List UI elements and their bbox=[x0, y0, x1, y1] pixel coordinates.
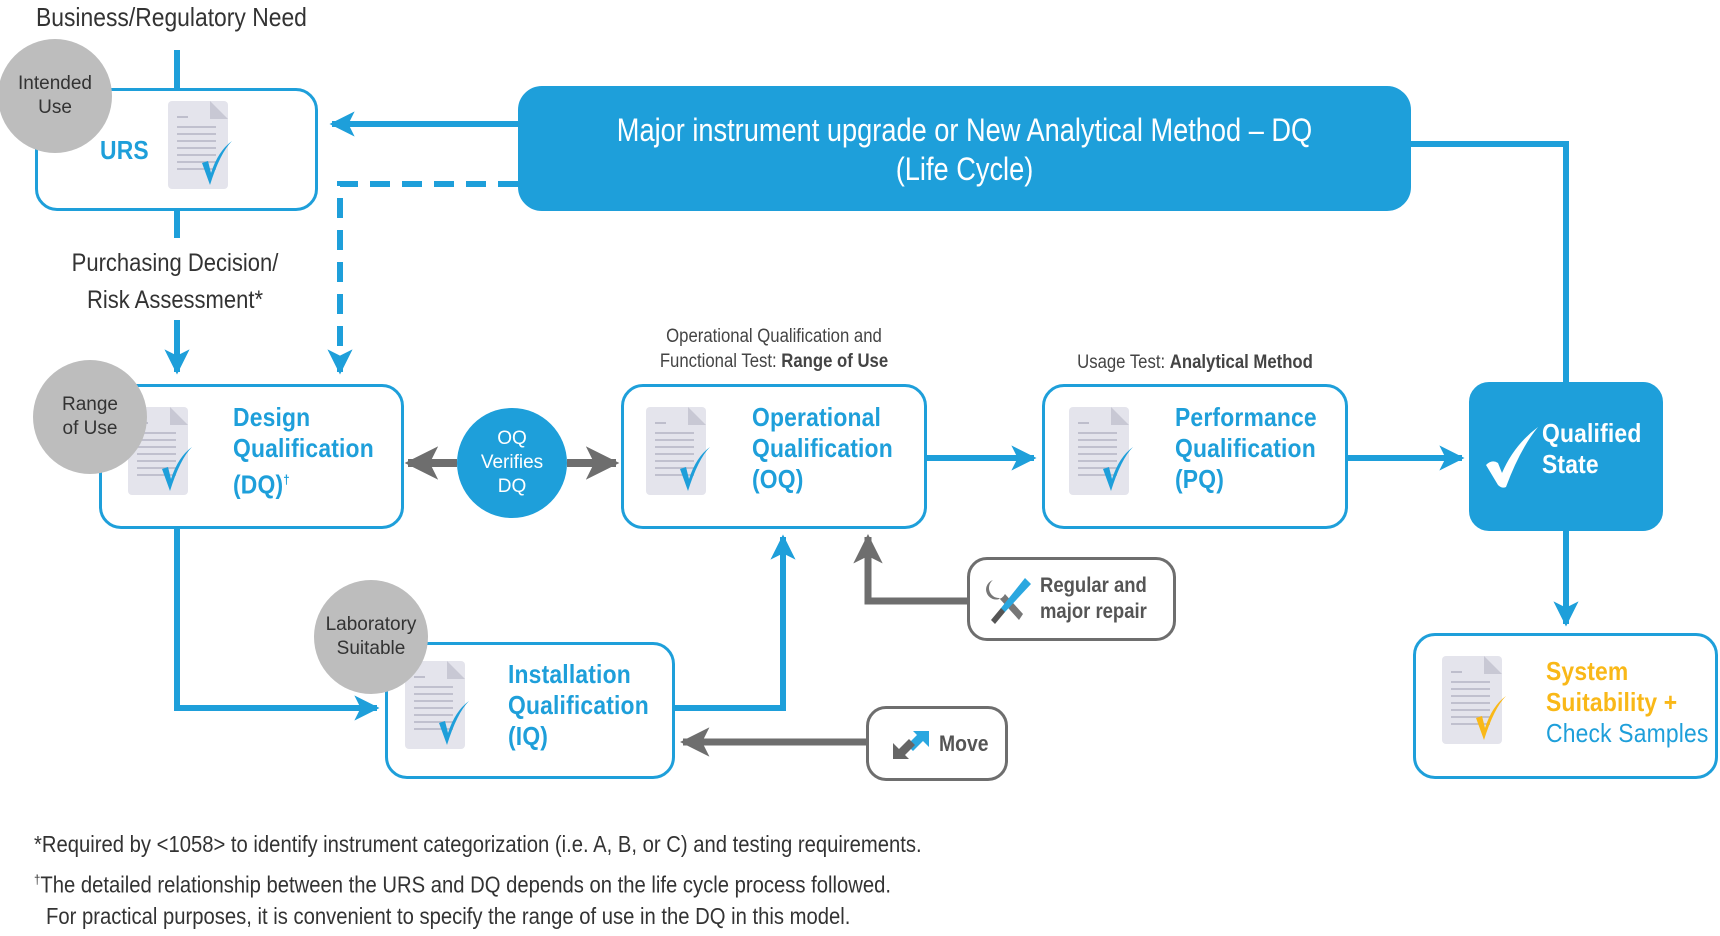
document-check-icon bbox=[646, 407, 710, 495]
badge-line: Verifies bbox=[480, 452, 544, 473]
urs-title: URS bbox=[100, 135, 149, 165]
iq-title-line: (IQ) bbox=[508, 721, 549, 751]
move-box[interactable]: Move bbox=[866, 706, 1008, 781]
installation-qualification-box[interactable]: Installation Qualification (IQ) bbox=[385, 642, 675, 779]
badge-line: DQ bbox=[497, 476, 527, 497]
operational-qualification-box[interactable]: Operational Qualification (OQ) bbox=[621, 384, 927, 529]
qualified-state-box[interactable]: Qualified State bbox=[1469, 382, 1663, 531]
move-arrows-icon bbox=[893, 731, 929, 759]
pq-title-line: Performance bbox=[1175, 402, 1317, 432]
repair-label-line: Regular and bbox=[1040, 574, 1147, 597]
lifecycle-line-1: Major instrument upgrade or New Analytic… bbox=[616, 112, 1313, 148]
iq-title: Installation Qualification (IQ) bbox=[508, 659, 649, 752]
footnote-2-text: The detailed relationship between the UR… bbox=[40, 871, 891, 898]
badge-line: Intended bbox=[18, 73, 92, 94]
lifecycle-line-2: (Life Cycle) bbox=[895, 151, 1034, 187]
system-suitability-box[interactable]: System Suitability + Check Samples bbox=[1413, 633, 1718, 779]
purchasing-decision-label: Purchasing Decision/ Risk Assessment* bbox=[56, 245, 294, 319]
iq-title-line: Qualification bbox=[508, 690, 649, 720]
dq-title-line: (DQ) bbox=[233, 469, 284, 500]
dq-title-line: Design bbox=[233, 402, 311, 432]
footnote-1: *Required by <1058> to identify instrume… bbox=[34, 831, 922, 857]
document-check-icon bbox=[1442, 656, 1506, 744]
document-check-icon bbox=[1069, 407, 1133, 495]
badge-line: Range bbox=[62, 394, 118, 415]
oq-caption-prefix: Functional Test: bbox=[659, 351, 782, 372]
qualified-state-title: Qualified State bbox=[1542, 418, 1641, 480]
badge-line: of Use bbox=[62, 418, 118, 439]
pq-title: Performance Qualification (PQ) bbox=[1175, 402, 1317, 495]
badge-line: Use bbox=[38, 97, 72, 118]
dq-title: Design Qualification (DQ)† bbox=[233, 402, 374, 501]
repair-to-oq-arrow bbox=[853, 534, 968, 605]
checkmark-icon bbox=[1486, 427, 1538, 488]
qualified-title-line: Qualified bbox=[1542, 418, 1642, 448]
lifecycle-to-dq-dashed-arrow bbox=[327, 181, 518, 375]
suitability-title-line: Suitability + bbox=[1546, 687, 1678, 717]
document-check-icon bbox=[405, 661, 469, 749]
qualified-title-line: State bbox=[1542, 449, 1599, 479]
pq-caption: Usage Test: Analytical Method bbox=[1023, 350, 1366, 375]
repair-label-line: major repair bbox=[1040, 600, 1147, 623]
badge-line: OQ bbox=[497, 428, 527, 449]
badge-line: Laboratory bbox=[325, 614, 417, 635]
business-need-label: Business/Regulatory Need bbox=[36, 2, 307, 32]
footnote-2: †The detailed relationship between the U… bbox=[34, 862, 891, 903]
oq-title-line: Qualification bbox=[752, 433, 893, 463]
oq-title-line: Operational bbox=[752, 402, 882, 432]
intended-use-badge: Intended Use bbox=[0, 39, 112, 153]
suitability-title-line: System bbox=[1546, 656, 1629, 686]
footnote-3: For practical purposes, it is convenient… bbox=[46, 903, 851, 929]
dq-to-iq-arrow bbox=[174, 529, 380, 721]
oq-verifies-dq-badge: OQ Verifies DQ bbox=[457, 408, 567, 518]
pq-title-line: (PQ) bbox=[1175, 464, 1225, 494]
oq-title-line: (OQ) bbox=[752, 464, 804, 494]
purchasing-line: Risk Assessment* bbox=[86, 286, 264, 314]
lifecycle-to-qualified-line bbox=[1411, 141, 1569, 384]
move-label: Move bbox=[939, 731, 989, 756]
oq-caption-line-1: Operational Qualification and bbox=[666, 326, 882, 347]
repair-label: Regular and major repair bbox=[1040, 573, 1147, 625]
badge-line: Suitable bbox=[336, 638, 406, 659]
lifecycle-text: Major instrument upgrade or New Analytic… bbox=[588, 111, 1342, 189]
pq-caption-prefix: Usage Test: bbox=[1077, 352, 1170, 373]
dq-title-line: Qualification bbox=[233, 433, 374, 463]
performance-qualification-box[interactable]: Performance Qualification (PQ) bbox=[1042, 384, 1348, 529]
range-of-use-badge: Range of Use bbox=[33, 360, 147, 474]
check-samples-label: Check Samples bbox=[1546, 718, 1709, 748]
lifecycle-upgrade-box[interactable]: Major instrument upgrade or New Analytic… bbox=[518, 86, 1411, 211]
document-check-icon bbox=[168, 101, 232, 189]
dagger-mark: † bbox=[34, 872, 41, 887]
iq-to-oq-arrow bbox=[675, 534, 796, 711]
iq-title-line: Installation bbox=[508, 659, 631, 689]
repair-box[interactable]: Regular and major repair bbox=[967, 557, 1176, 641]
oq-title: Operational Qualification (OQ) bbox=[752, 402, 893, 495]
oq-caption-bold: Range of Use bbox=[781, 351, 889, 372]
pq-title-line: Qualification bbox=[1175, 433, 1316, 463]
pq-caption-bold: Analytical Method bbox=[1169, 352, 1313, 373]
wrench-screwdriver-icon bbox=[986, 578, 1031, 624]
dagger-mark: † bbox=[283, 472, 290, 487]
purchasing-line: Purchasing Decision/ bbox=[71, 249, 279, 277]
oq-caption: Operational Qualification and Functional… bbox=[598, 324, 950, 374]
system-suitability-title: System Suitability + Check Samples bbox=[1546, 656, 1709, 749]
laboratory-suitable-badge: Laboratory Suitable bbox=[314, 580, 428, 694]
